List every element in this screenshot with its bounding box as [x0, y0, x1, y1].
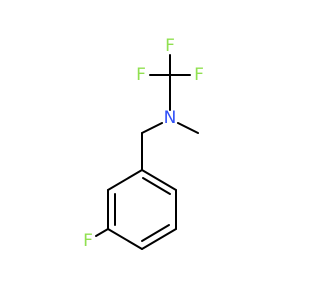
bond-n-methyl — [177, 122, 199, 134]
bond-n-ch2 — [141, 122, 163, 134]
bond-ring-f — [95, 228, 109, 237]
ring-double-bond-1 — [142, 177, 171, 195]
fluorine-left-label: F — [136, 65, 146, 85]
fluorine-ring-label: F — [83, 231, 93, 251]
fluorine-right-label: F — [194, 65, 204, 85]
nitrogen-label: N — [164, 108, 177, 128]
ring-bond-3 — [141, 228, 177, 250]
background — [0, 0, 300, 300]
ring-double-bond-2 — [141, 224, 170, 242]
structure-canvas: F F F N F — [0, 0, 300, 300]
ring-bond-1 — [141, 169, 177, 191]
ring-bond-6 — [107, 169, 143, 191]
ring-bond-4 — [107, 228, 143, 250]
fluorine-top-label: F — [165, 36, 175, 56]
